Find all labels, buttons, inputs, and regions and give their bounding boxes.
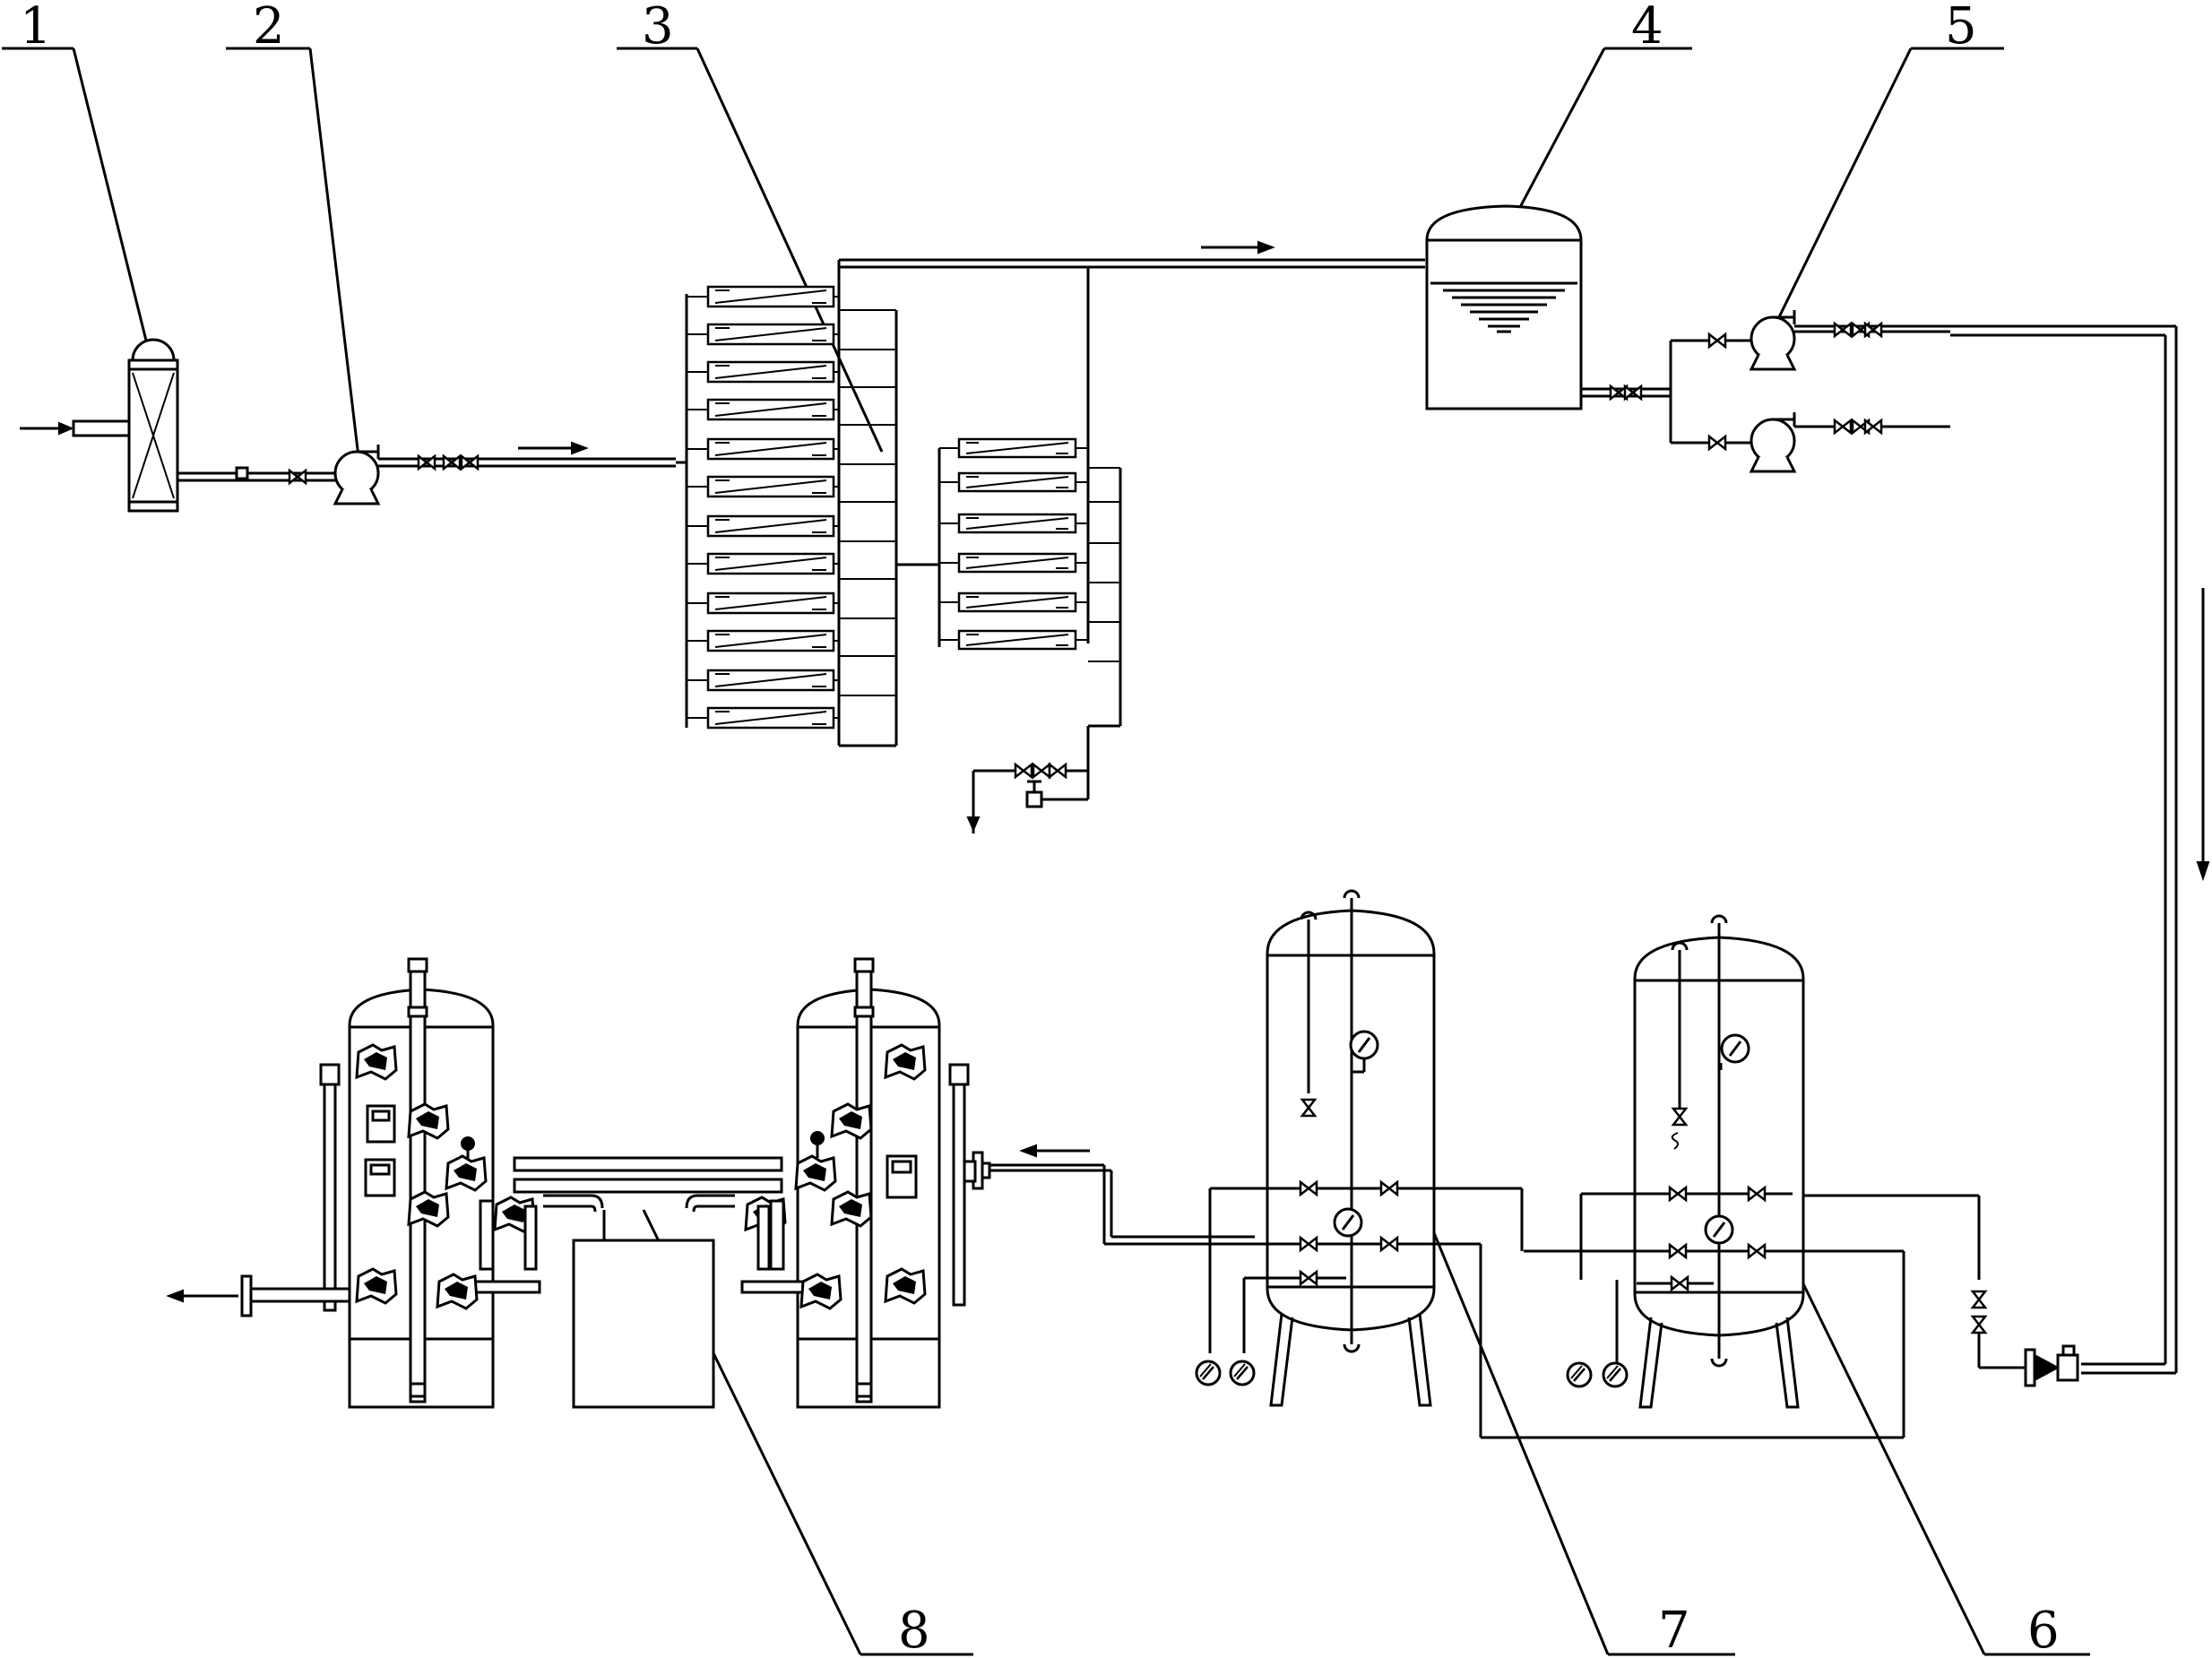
callout-label-7: 7 bbox=[1658, 1602, 1690, 1658]
header-pipe bbox=[839, 240, 1425, 278]
pressure-vessel-7 bbox=[1104, 889, 1524, 1438]
callout-label-4: 4 bbox=[1631, 0, 1663, 56]
callout-label-5: 5 bbox=[1945, 0, 1977, 56]
transfer-pumps bbox=[1669, 308, 2176, 473]
feed-pump bbox=[333, 441, 676, 505]
heat-exchanger-bank-small bbox=[938, 269, 1122, 833]
pressure-vessel-6 bbox=[1481, 914, 1905, 1439]
callout-6: 6 bbox=[1753, 1184, 2090, 1658]
inlet-valve-assembly bbox=[1766, 1194, 2079, 1387]
softener-inlet-flange bbox=[963, 1160, 977, 1183]
softener-feed-line bbox=[972, 1144, 1255, 1244]
callout-label-8: 8 bbox=[898, 1602, 930, 1658]
heat-exchanger-bank-large bbox=[676, 260, 939, 747]
callout-2: 2 bbox=[226, 0, 360, 458]
inlet-filter bbox=[20, 338, 337, 513]
callout-7: 7 bbox=[1382, 1110, 1735, 1658]
callout-5: 5 bbox=[1773, 0, 2004, 327]
storage-tank bbox=[1425, 204, 1671, 410]
dual-softener-unit bbox=[166, 957, 970, 1409]
callout-label-6: 6 bbox=[2027, 1602, 2060, 1658]
callout-1: 1 bbox=[2, 0, 152, 359]
callout-label-3: 3 bbox=[642, 0, 674, 56]
right-riser-pipe bbox=[2081, 326, 2210, 1375]
callout-label-1: 1 bbox=[20, 0, 52, 56]
callout-3: 3 bbox=[617, 0, 884, 453]
callout-label-2: 2 bbox=[253, 0, 285, 56]
